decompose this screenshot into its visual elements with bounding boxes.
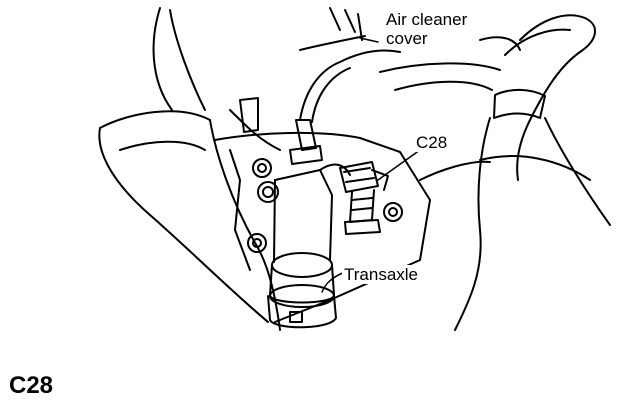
wiring-drawing <box>229 7 401 165</box>
transaxle-label: Transaxle <box>342 265 421 284</box>
leader-lines <box>321 37 421 293</box>
air-cleaner-cover-drawing <box>379 36 521 181</box>
engine-bay-illustration: Air cleaner cover C28 Transaxle <box>98 7 611 331</box>
cylinder-drawing <box>267 163 351 329</box>
figure-caption: C28 <box>9 372 54 399</box>
air-cleaner-label-line2: cover <box>386 29 428 48</box>
right-hose-drawing <box>454 14 611 331</box>
air-cleaner-label: Air cleaner cover <box>384 10 470 48</box>
transaxle-drawing <box>214 131 431 323</box>
air-cleaner-label-line1: Air cleaner <box>386 10 468 29</box>
c28-connector-drawing <box>339 161 389 235</box>
connector-label: C28 <box>414 133 450 152</box>
